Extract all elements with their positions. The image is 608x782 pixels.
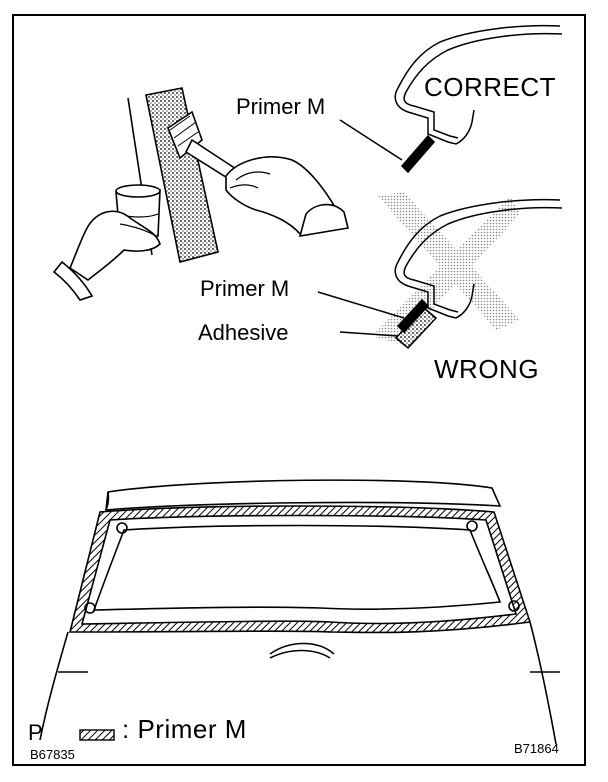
label-primer-mid: Primer M: [200, 276, 290, 301]
back-door-illustration: [39, 479, 560, 745]
label-adhesive: Adhesive: [198, 320, 289, 345]
correct-section: [339, 24, 563, 174]
code-right: B71864: [514, 741, 559, 756]
label-primer-top: Primer M: [236, 94, 326, 119]
legend-swatch: [79, 729, 115, 741]
wrong-section: [317, 192, 563, 350]
legend-prefix: P: [28, 720, 43, 745]
diagram-frame: [12, 14, 586, 766]
legend-text: : Primer M: [122, 714, 247, 744]
code-left: B67835: [30, 747, 75, 762]
label-wrong: WRONG: [434, 354, 540, 384]
label-correct: CORRECT: [424, 72, 557, 102]
brush-scene: [52, 87, 349, 301]
